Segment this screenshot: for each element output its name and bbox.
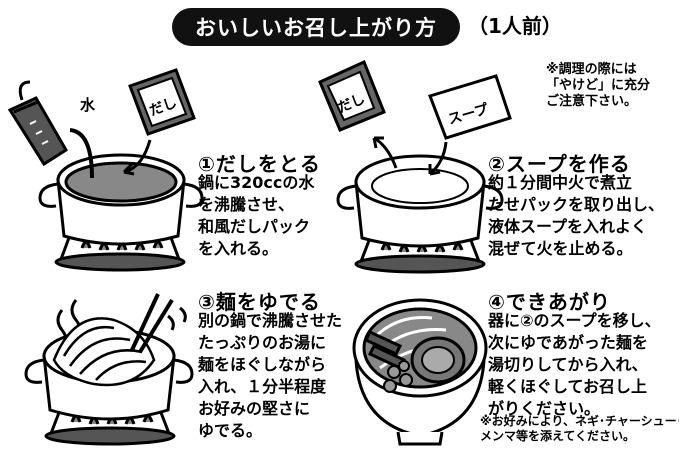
topping-note-line: メンマ等を添えてください。 bbox=[480, 429, 636, 443]
step-4-instructions: 器に②のスープを移し、 次にゆであがった麺を 湯切りしてから入れ、 軽くほぐして… bbox=[488, 310, 661, 420]
step-1-heading: ①だしをとる bbox=[198, 152, 321, 176]
step-3-line: 麺をほぐしながら bbox=[198, 355, 327, 374]
step-4-line: 器に②のスープを移し、 bbox=[488, 311, 661, 330]
chashu-icon bbox=[410, 336, 466, 384]
pot-illustration-step2 bbox=[318, 59, 512, 274]
step-2-instructions: 約１分間中火で煮立 たせパックを取り出し、 液体スープを入れよく 混ぜて火を止め… bbox=[488, 172, 664, 260]
step-1-line: 鍋に320ccの水 bbox=[198, 173, 315, 192]
soup-pack-icon bbox=[428, 74, 512, 140]
green-onion-icon bbox=[383, 360, 413, 393]
step-4-line: がりください。 bbox=[488, 399, 601, 418]
step-1-line: を沸騰させ、 bbox=[198, 195, 295, 214]
bowl-illustration-step4 bbox=[352, 298, 488, 446]
step-3-heading: ③麺をゆでる bbox=[198, 290, 321, 314]
step-2-line: 液体スープを入れよく bbox=[488, 217, 648, 236]
topping-note-line: ※お好みにより、ネギ･チャーシュー･ bbox=[480, 414, 679, 428]
step-1-line: を入れる。 bbox=[198, 239, 279, 258]
step-3-line: 別の鍋で沸騰させた bbox=[198, 311, 343, 330]
step-2-line: たせパックを取り出し、 bbox=[488, 195, 665, 214]
step-2-heading: ②スープを作る bbox=[488, 152, 631, 176]
step-3-line: ゆでる。 bbox=[198, 421, 263, 440]
caution-line: ご注意下さい。 bbox=[546, 94, 638, 109]
step-1-instructions: 鍋に320ccの水 を沸騰させ、 和風だしパック を入れる。 bbox=[198, 172, 314, 260]
step-4-line: 次にゆであがった麺を bbox=[488, 333, 648, 352]
pot-illustration-step3 bbox=[24, 293, 194, 446]
step-2-line: 混ぜて火を止める。 bbox=[488, 239, 633, 258]
step-4-line: 湯切りしてから入れ、 bbox=[488, 355, 648, 374]
step-2-line: 約１分間中火で煮立 bbox=[488, 173, 633, 192]
step-3-line: 入れ、１分半程度 bbox=[198, 377, 327, 396]
pot-illustration-step1 bbox=[7, 68, 204, 272]
step-3-instructions: 別の鍋で沸騰させた たっぷりのお湯に 麺をほぐしながら 入れ、１分半程度 お好み… bbox=[198, 310, 342, 442]
caution-note: ※調理の際には 「やけど」に充分 ご注意下さい。 bbox=[546, 62, 650, 110]
page-title: おいしいお召し上がり方 bbox=[172, 8, 460, 46]
step-1-line: 和風だしパック bbox=[198, 217, 311, 236]
serving-size: （1人前） bbox=[468, 14, 562, 38]
step-4-heading: ④できあがり bbox=[488, 290, 611, 314]
water-label: 水 bbox=[80, 96, 96, 114]
measuring-jug-icon bbox=[7, 80, 69, 167]
dashi-pack-icon bbox=[128, 68, 196, 136]
chopsticks-icon bbox=[130, 293, 174, 354]
caution-line: 「やけど」に充分 bbox=[546, 78, 651, 93]
dashi-pack-icon bbox=[318, 59, 386, 132]
step-4-line: 軽くほぐしてお召し上 bbox=[488, 377, 648, 396]
noodles-icon bbox=[52, 317, 156, 387]
step-3-line: たっぷりのお湯に bbox=[198, 333, 327, 352]
step-3-line: お好みの堅さに bbox=[198, 399, 311, 418]
caution-line: ※調理の際には bbox=[546, 62, 637, 77]
topping-note: ※お好みにより、ネギ･チャーシュー･ メンマ等を添えてください。 bbox=[480, 414, 679, 444]
